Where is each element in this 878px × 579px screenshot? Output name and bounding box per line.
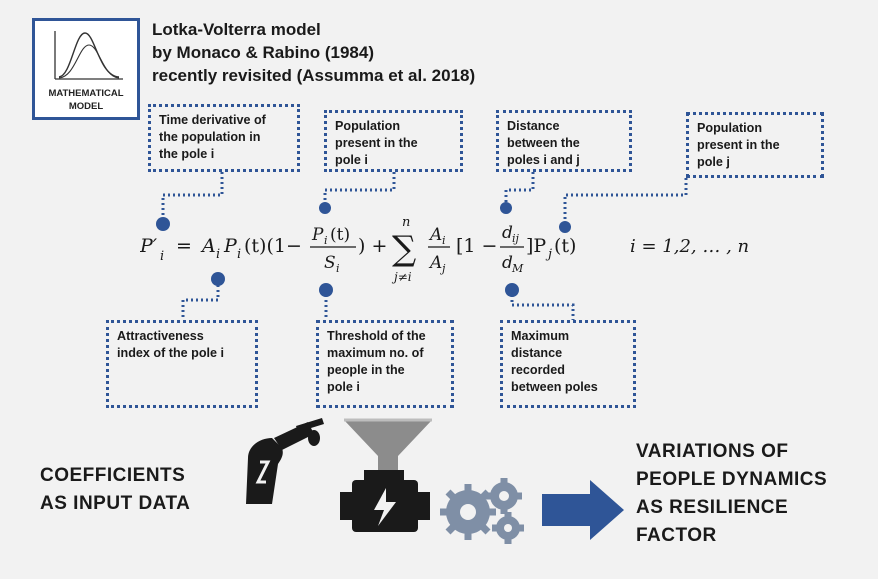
engine-icon [340,470,430,532]
fuel-nozzle-icon [246,418,324,504]
svg-text:[1 −: [1 − [456,235,497,257]
coefficients-input-label: COEFFICIENTS AS INPUT DATA [40,465,191,514]
svg-text:d: d [502,253,513,273]
svg-text:ij: ij [512,232,520,245]
svg-text:(t)(1−: (t)(1− [244,235,302,257]
svg-text:=: = [176,235,192,257]
svg-text:j: j [439,262,446,275]
svg-text:i: i [324,234,328,247]
svg-text:S: S [324,253,336,273]
svg-text:n: n [402,215,410,230]
svg-text:P: P [223,235,238,257]
svg-text:) +: ) + [358,235,387,257]
eq-lhs: P′ [140,235,158,257]
svg-text:j≠i: j≠i [391,270,412,284]
svg-text:i: i [237,247,241,262]
annotation-max-distance: Maximum distance recorded between poles [500,320,636,408]
svg-text:i: i [216,247,220,262]
svg-text:P: P [311,225,324,245]
resilience-output-label: VARIATIONS OF PEOPLE DYNAMICS AS RESILIE… [636,441,828,546]
svg-text:]P: ]P [526,235,546,257]
dot-population-pole-i [319,202,331,214]
title-line2: by Monaco & Rabino (1984) [152,43,374,62]
annotation-attractiveness: Attractiveness index of the pole i [106,320,258,408]
svg-text:i: i [442,234,446,247]
gears-icon [440,478,524,544]
logo-caption-line2: MODEL [68,101,104,112]
dot-max-distance [505,283,519,297]
logo-caption-line1: MATHEMATICAL [48,88,124,99]
svg-text:(t): (t) [330,225,350,245]
eq-range: i = 1,2, … , n [630,236,749,257]
diagram-title: Lotka-Volterra model by Monaco & Rabino … [152,18,475,87]
dot-attractiveness [211,272,225,286]
svg-text:i: i [336,262,340,275]
annotation-time-derivative: Time derivative of the population in the… [148,104,300,172]
svg-text:i: i [160,249,164,264]
svg-text:(t): (t) [554,235,576,257]
lotka-volterra-equation: P′ i = A i P i (t)(1− P i (t) S i ) + n … [139,208,780,293]
arrow-right-icon [542,480,624,540]
svg-text:M: M [511,262,524,275]
annotation-distance-poles: Distance between the poles i and j [496,110,632,172]
title-line1: Lotka-Volterra model [152,20,321,39]
dot-distance [500,202,512,214]
svg-text:j: j [545,247,552,262]
dot-time-derivative [156,217,170,231]
annotation-threshold: Threshold of the maximum no. of people i… [316,320,454,408]
bell-curve-chart-icon [54,31,123,80]
equation-render: P′ i = A i P i (t)(1− P i (t) S i ) + n … [139,215,749,284]
annotation-population-pole-j: Population present in the pole j [686,112,824,178]
svg-text:∑: ∑ [392,229,416,269]
svg-text:A: A [200,235,216,257]
dot-threshold [319,283,333,297]
svg-text:d: d [502,223,513,243]
dot-population-pole-j [559,221,571,233]
title-line3: recently revisited (Assumma et al. 2018) [152,66,476,85]
mathematical-model-logo: MATHEMATICAL MODEL [32,18,140,120]
funnel-icon [344,418,432,478]
svg-text:A: A [428,225,442,245]
annotation-population-pole-i: Population present in the pole i [324,110,463,172]
svg-text:A: A [428,253,442,273]
